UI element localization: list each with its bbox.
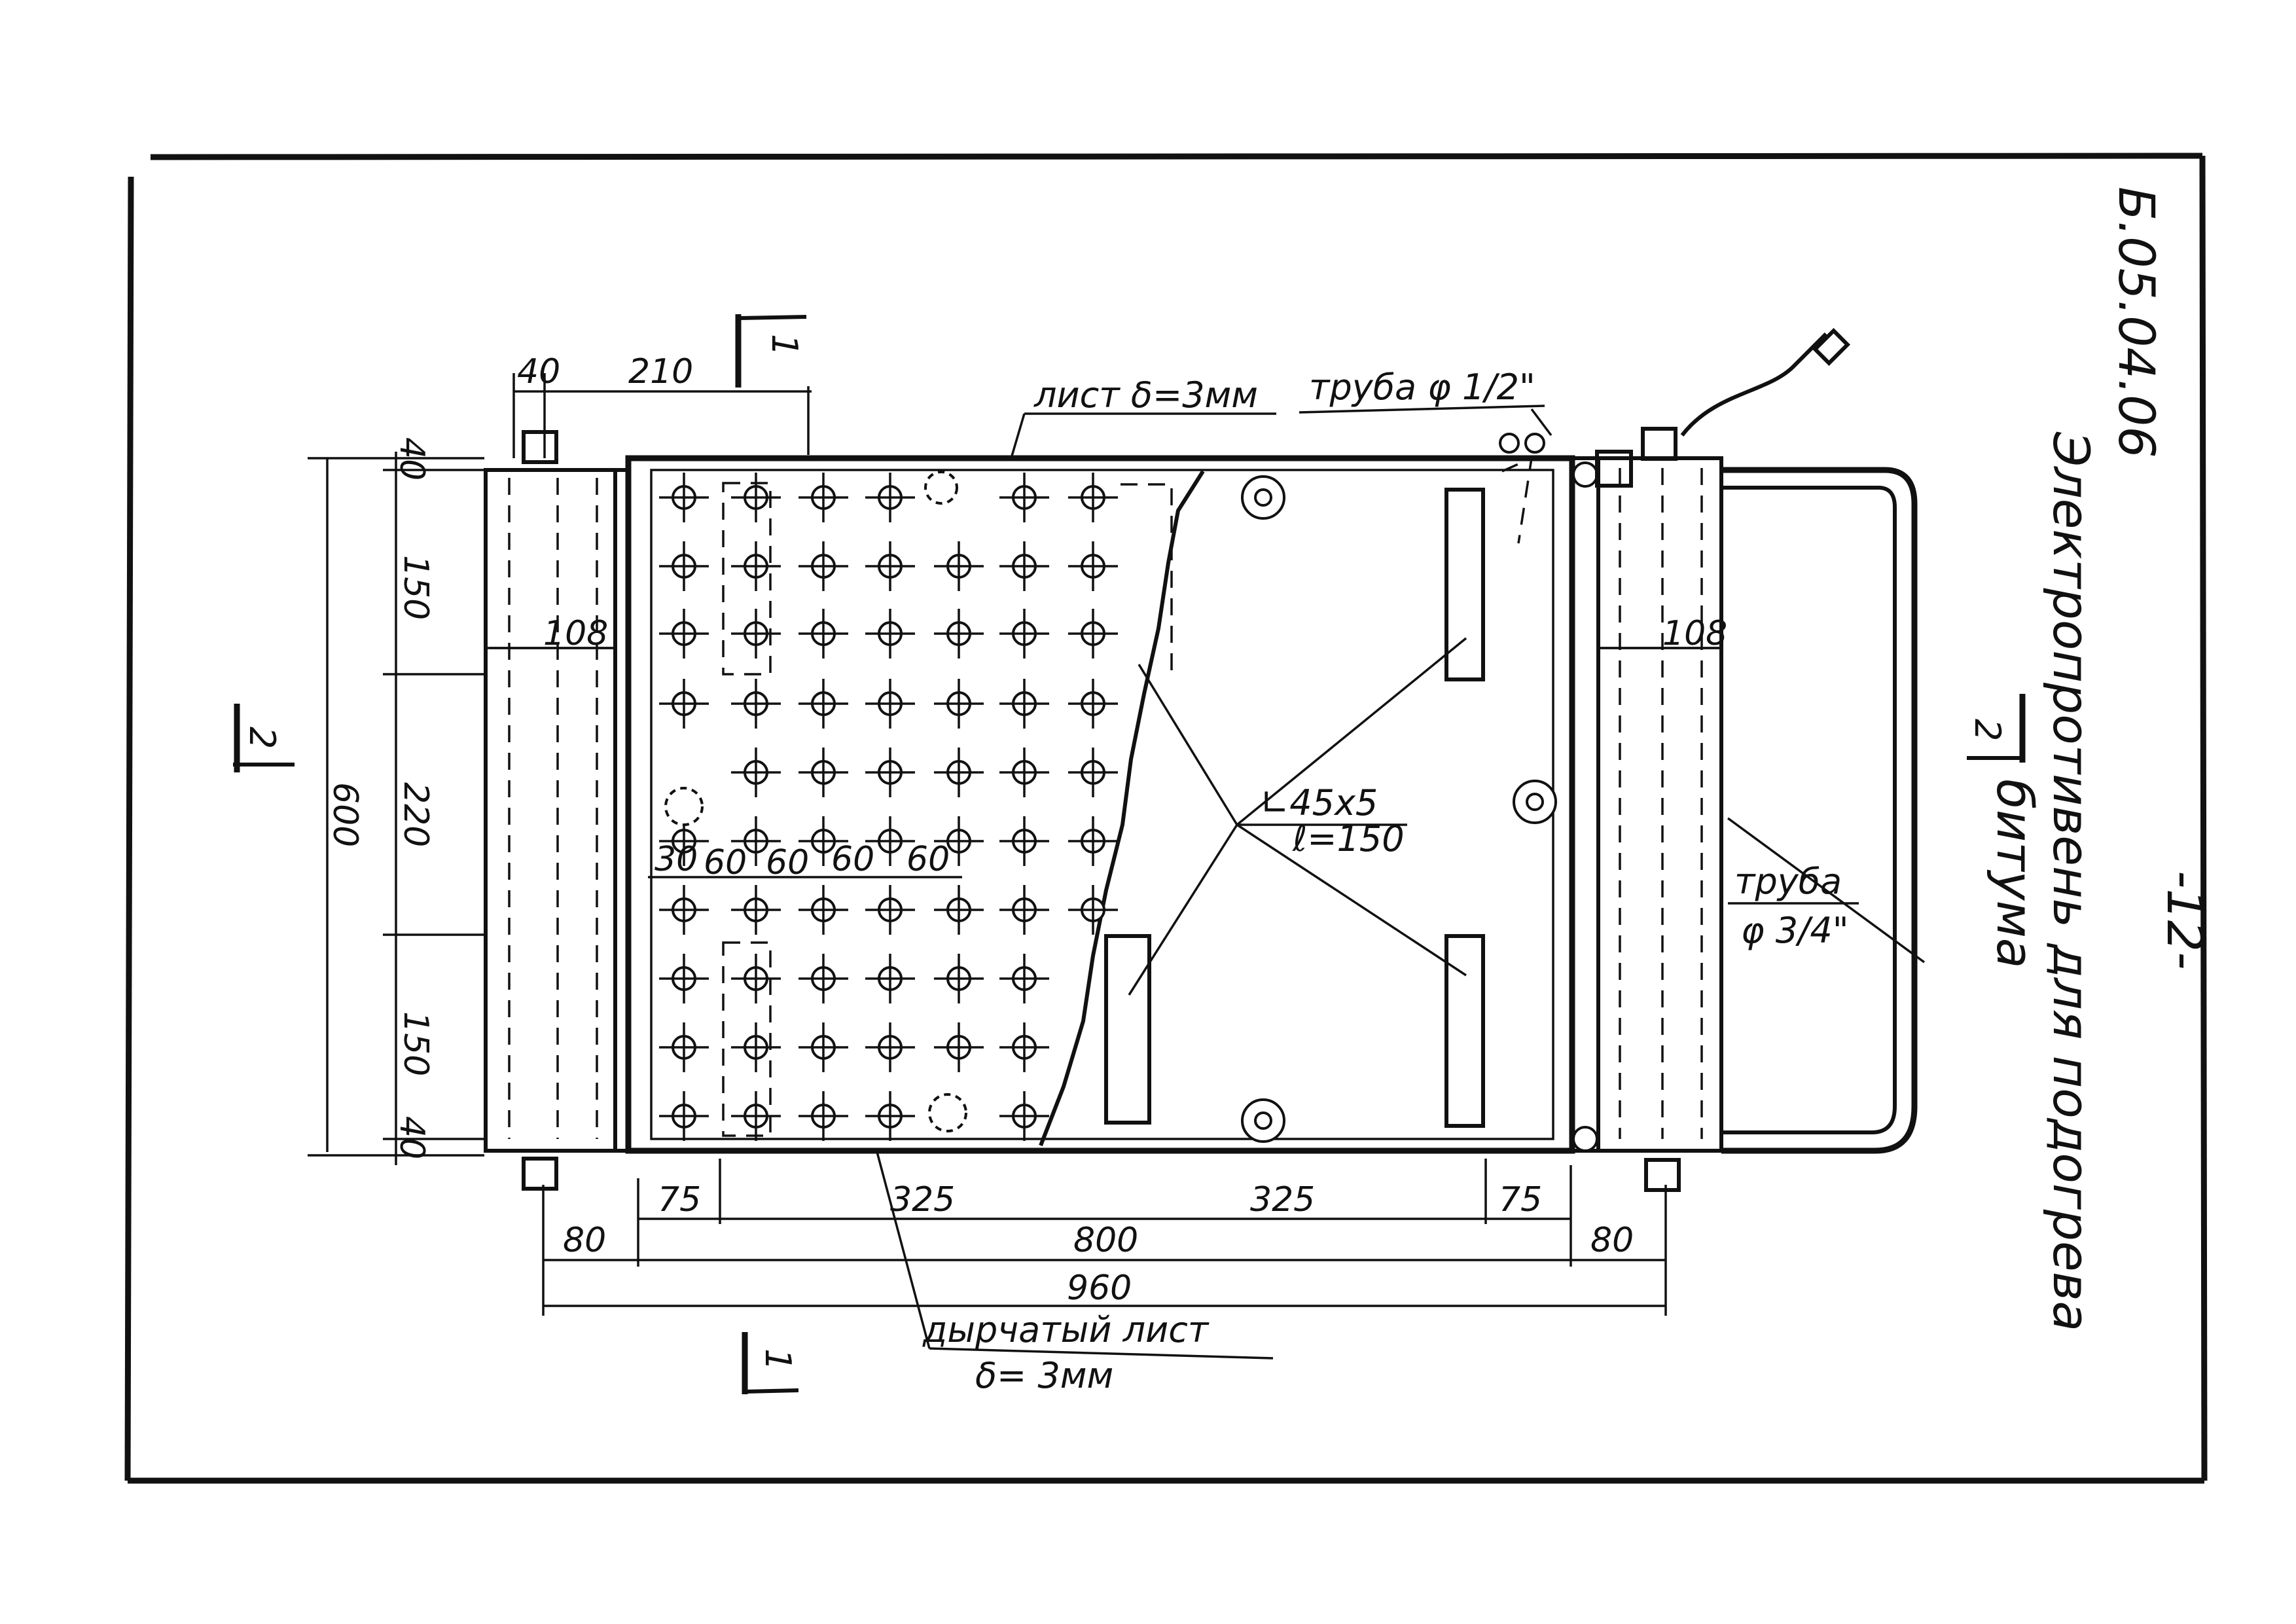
callout-pipe-3-4-size: φ 3/4" — [1741, 910, 1849, 951]
title-block: Б.05.04.06 -12- Электропротивень для под… — [1986, 187, 2214, 1331]
dim-bottom-75-left: 75 — [658, 1180, 701, 1219]
section-marker-right: 2 — [1967, 694, 2026, 763]
dim-bottom-325-right: 325 — [1250, 1180, 1315, 1219]
callout-perforated-sheet: дырчатый лист — [922, 1309, 1210, 1350]
dim-width-108-right: 108 — [1662, 614, 1727, 653]
dim-pitch-60-b: 60 — [766, 843, 809, 882]
dim-overall-960: 960 — [1067, 1269, 1132, 1308]
dim-pitch-60-d: 60 — [906, 840, 950, 879]
dimension-lines — [308, 373, 1720, 1316]
dim-bottom-80-right: 80 — [1590, 1221, 1634, 1260]
dim-left-40-top: 40 — [392, 437, 431, 480]
right-roller — [1596, 456, 1723, 1153]
section-label-top: 1 — [764, 334, 805, 356]
dim-left-150-top: 150 — [396, 555, 435, 620]
dim-width-108-left: 108 — [543, 614, 608, 653]
dim-left-150-bottom: 150 — [396, 1011, 435, 1076]
dim-top-40: 40 — [517, 352, 560, 391]
dim-bottom-800: 800 — [1073, 1221, 1138, 1260]
mounting-holes — [664, 471, 1557, 1143]
pipe-half-inch — [1499, 328, 1850, 454]
dim-pitch-30: 30 — [655, 840, 698, 879]
dim-pitch-60-a: 60 — [704, 843, 747, 882]
left-roller — [484, 468, 617, 1153]
dim-bottom-80-left: 80 — [563, 1221, 606, 1260]
drawing-title-line1: Электропротивень для подогрева — [2042, 431, 2100, 1331]
sheet-code: Б.05.04.06 — [2108, 187, 2166, 458]
callout-labels: лист δ=3мм труба φ 1/2" ∟45х5 ℓ=150 труб… — [922, 367, 1849, 1396]
callout-sheet-thickness: лист δ=3мм — [1033, 374, 1258, 416]
callout-pipe-3-4-label: труба — [1734, 861, 1842, 902]
angle-bars — [1104, 488, 1485, 1128]
dim-pitch-60-c: 60 — [831, 840, 874, 879]
callout-pipe-half-inch: труба φ 1/2" — [1309, 367, 1535, 408]
section-label-right: 2 — [1967, 719, 2008, 741]
section-marker-bottom: 1 — [742, 1332, 799, 1394]
heater-elements — [722, 456, 1534, 1137]
callout-angle-size: ∟45х5 — [1260, 782, 1378, 823]
dim-left-40-bottom: 40 — [392, 1116, 431, 1159]
corner-bolts — [522, 427, 1681, 1192]
drawing-title-line2: битума — [1986, 779, 2044, 968]
handle-pipe — [1721, 467, 1918, 1154]
dim-left-220: 220 — [396, 782, 435, 847]
page-number: -12- — [2156, 871, 2214, 970]
dim-overall-600: 600 — [325, 782, 365, 847]
section-label-left: 2 — [242, 727, 283, 749]
break-line — [1039, 470, 1205, 1147]
dim-top-210: 210 — [628, 352, 693, 391]
section-label-bottom: 1 — [757, 1348, 798, 1371]
section-marker-left: 2 — [233, 704, 295, 772]
dim-bottom-325-left: 325 — [890, 1180, 955, 1219]
dimension-labels: 40 210 40 150 220 150 40 600 108 108 30 … — [325, 352, 1727, 1308]
callout-angle-length: ℓ=150 — [1292, 818, 1405, 859]
perforation-holes — [659, 473, 1118, 1141]
leader-lines — [876, 405, 1926, 1360]
section-marker-top: 1 — [735, 314, 807, 388]
dim-bottom-75-right: 75 — [1499, 1180, 1542, 1219]
callout-perforated-thickness: δ= 3мм — [975, 1355, 1113, 1396]
sheet-border — [124, 153, 2208, 1484]
